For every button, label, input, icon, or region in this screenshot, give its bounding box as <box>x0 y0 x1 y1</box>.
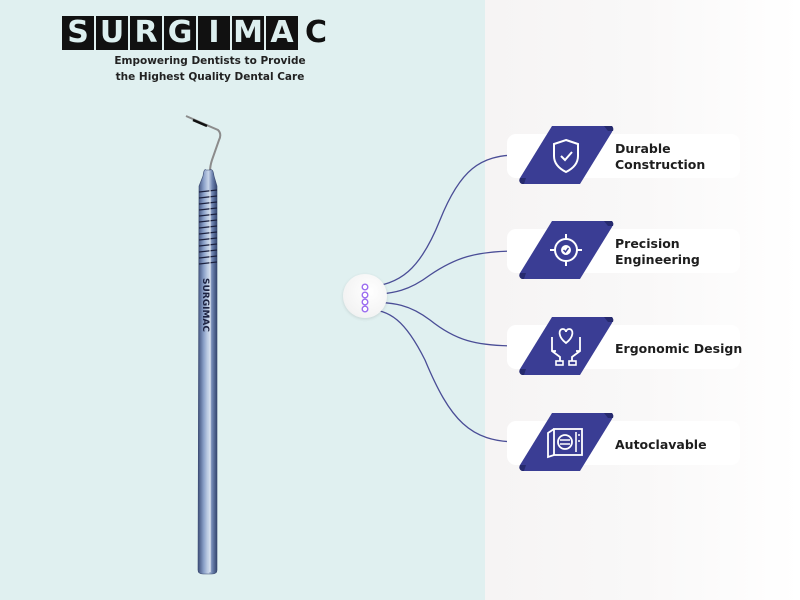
logo-letter: R <box>130 16 162 50</box>
probe-engraving: SURGIMAC <box>200 278 210 332</box>
feature-label-line: Engineering <box>615 252 700 267</box>
brand-logo: S U R G I M A C <box>62 16 332 50</box>
feature-label-ergonomic: Ergonomic Design <box>615 341 742 357</box>
feature-label-durable: Durable Construction <box>615 141 705 173</box>
autoclave-icon <box>519 413 614 471</box>
logo-letter: C <box>304 15 328 50</box>
tagline: Empowering Dentists to Provide the Highe… <box>100 53 320 85</box>
logo-letter: S <box>62 16 94 50</box>
feature-label-line: Ergonomic Design <box>615 341 743 356</box>
feature-label-line: Autoclavable <box>615 437 707 452</box>
feature-label-line: Durable <box>615 141 671 156</box>
connector-hub <box>343 274 387 318</box>
logo-letter: U <box>96 16 128 50</box>
logo-letter: M <box>232 15 264 50</box>
right-panel <box>485 0 800 600</box>
hands-heart-icon <box>519 317 614 375</box>
target-check-icon <box>519 221 614 279</box>
feature-label-precision: Precision Engineering <box>615 236 700 268</box>
tagline-line-2: the Highest Quality Dental Care <box>115 71 305 83</box>
feature-label-line: Construction <box>615 157 706 172</box>
logo-letter: A <box>266 16 298 50</box>
logo-letter: G <box>164 16 196 50</box>
logo-letter: I <box>198 16 230 50</box>
tagline-line-1: Empowering Dentists to Provide <box>114 55 306 67</box>
feature-label-line: Precision <box>615 236 680 251</box>
shield-check-icon <box>519 126 614 184</box>
dental-probe-image: SURGIMAC <box>185 115 222 575</box>
feature-label-autoclavable: Autoclavable <box>615 437 707 453</box>
left-panel <box>0 0 485 600</box>
